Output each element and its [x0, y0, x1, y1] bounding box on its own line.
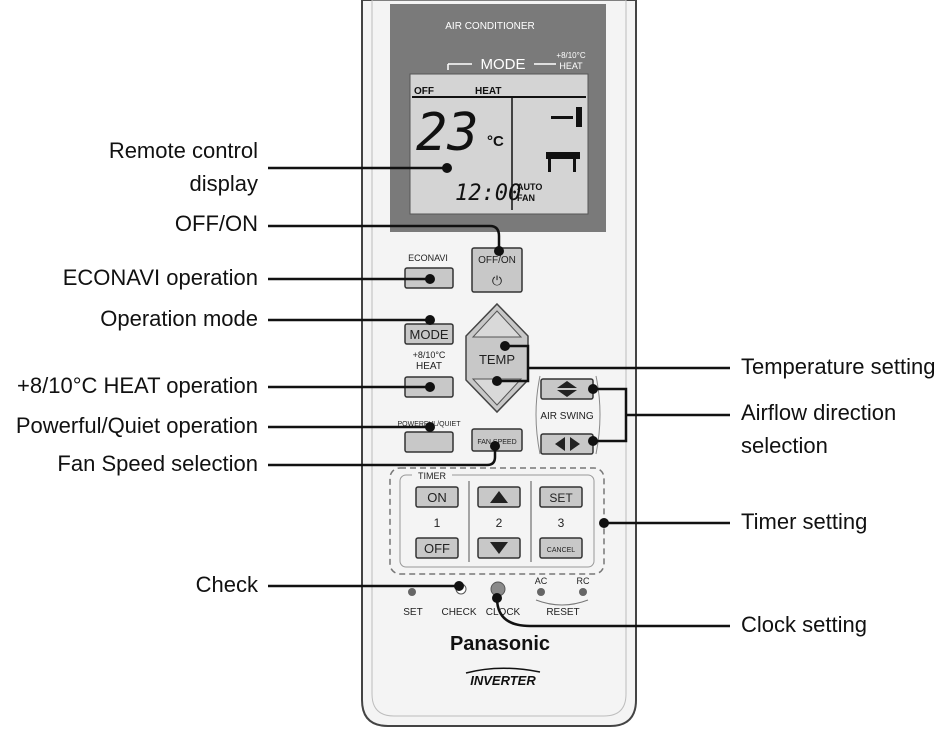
callout-display: Remote control display: [109, 134, 258, 200]
callout-offon: OFF/ON: [174, 211, 258, 236]
timer-off-label: OFF: [424, 541, 450, 556]
timer-on-label: ON: [427, 490, 447, 505]
timer-set-button[interactable]: [539, 486, 583, 508]
callout-econavi: ECONAVI operation: [62, 265, 258, 290]
reset-pin-label: RESET: [546, 607, 579, 618]
timer-up-arrow-icon: [490, 491, 508, 503]
timer-label: TIMER: [418, 471, 446, 481]
inverter-logo: INVERTER: [470, 673, 536, 688]
brand-logo: Panasonic: [450, 633, 550, 655]
callout-clock: Clock setting: [741, 612, 867, 637]
heat-top-label: +8/10°C: [556, 51, 585, 60]
air-swing-label: AIR SWING: [540, 411, 594, 422]
lcd-off: OFF: [414, 86, 434, 97]
left-right-arrow-icon: [555, 437, 580, 451]
callout-mode: Operation mode: [100, 306, 258, 331]
lcd-unit: °C: [487, 133, 504, 150]
lcd-swing-icon: [546, 152, 580, 172]
lcd-louver-icon: [551, 107, 582, 127]
heat-bottom-label: HEAT: [559, 61, 583, 71]
mode-button-label: MODE: [410, 327, 449, 342]
lcd-clock: 12:00: [455, 181, 521, 206]
lcd-temperature: 23: [416, 103, 479, 163]
callout-heat: +8/10°C HEAT operation: [17, 373, 258, 398]
timer-set-label: SET: [549, 491, 573, 505]
timer-number-1: 1: [434, 516, 441, 530]
timer-cancel-label: CANCEL: [547, 547, 576, 554]
timer-on-button[interactable]: [415, 486, 459, 508]
callout-display-line2: display: [189, 171, 258, 196]
up-down-arrow-icon: [557, 381, 577, 397]
mode-label: MODE: [481, 56, 526, 73]
rc-label: RC: [577, 576, 590, 586]
swing-horizontal-button[interactable]: [540, 433, 594, 455]
set-pin-label: SET: [403, 607, 422, 618]
timer-off-button[interactable]: [415, 537, 459, 559]
lcd-fan: FAN: [517, 193, 535, 203]
air-conditioner-label: AIR CONDITIONER: [445, 21, 534, 32]
air-swing-bracket: [535, 375, 601, 455]
offon-label: OFF/ON: [478, 255, 516, 266]
econavi-label: ECONAVI: [408, 253, 448, 263]
fan-speed-button[interactable]: [471, 428, 523, 452]
leader-dots: [425, 163, 609, 603]
powerful-quiet-button[interactable]: [404, 431, 454, 453]
leader-lines: [268, 166, 730, 628]
set-pin-button[interactable]: [408, 588, 416, 596]
callout-powerful: Powerful/Quiet operation: [15, 413, 258, 438]
callout-timer: Timer setting: [741, 509, 868, 534]
ac-pin-button[interactable]: [537, 588, 545, 596]
temp-up-arrow-icon[interactable]: [471, 310, 523, 338]
temp-label: TEMP: [479, 352, 515, 367]
clock-pin-label: CLOCK: [486, 607, 521, 618]
timer-number-2: 2: [496, 516, 503, 530]
heat-button-bottom-label: HEAT: [416, 361, 442, 372]
callout-check: Check: [195, 572, 258, 597]
callout-airflow-line1: Airflow direction: [741, 400, 897, 425]
timer-inner-border: [399, 474, 595, 568]
power-icon: ⏻: [492, 274, 502, 289]
timer-cancel-button[interactable]: [539, 537, 583, 559]
remote-inner-edge: [371, 0, 627, 717]
heat-button-top-label: +8/10°C: [413, 350, 446, 360]
lcd-heat: HEAT: [475, 86, 501, 97]
check-pin-label: CHECK: [441, 607, 476, 618]
lcd-auto: AUTO: [517, 182, 542, 192]
rc-pin-button[interactable]: [579, 588, 587, 596]
callout-temp: Temperature setting: [741, 354, 936, 379]
timer-number-3: 3: [558, 516, 565, 530]
timer-down-arrow-icon: [490, 542, 508, 554]
inverter-swoosh: [465, 667, 541, 674]
callout-fan: Fan Speed selection: [57, 451, 258, 476]
callout-airflow-line2: selection: [741, 433, 828, 458]
callout-display-line1: Remote control: [108, 138, 258, 163]
reset-bracket: [535, 599, 589, 606]
callout-airflow: Airflow direction selection: [741, 396, 896, 462]
ac-label: AC: [535, 576, 548, 586]
